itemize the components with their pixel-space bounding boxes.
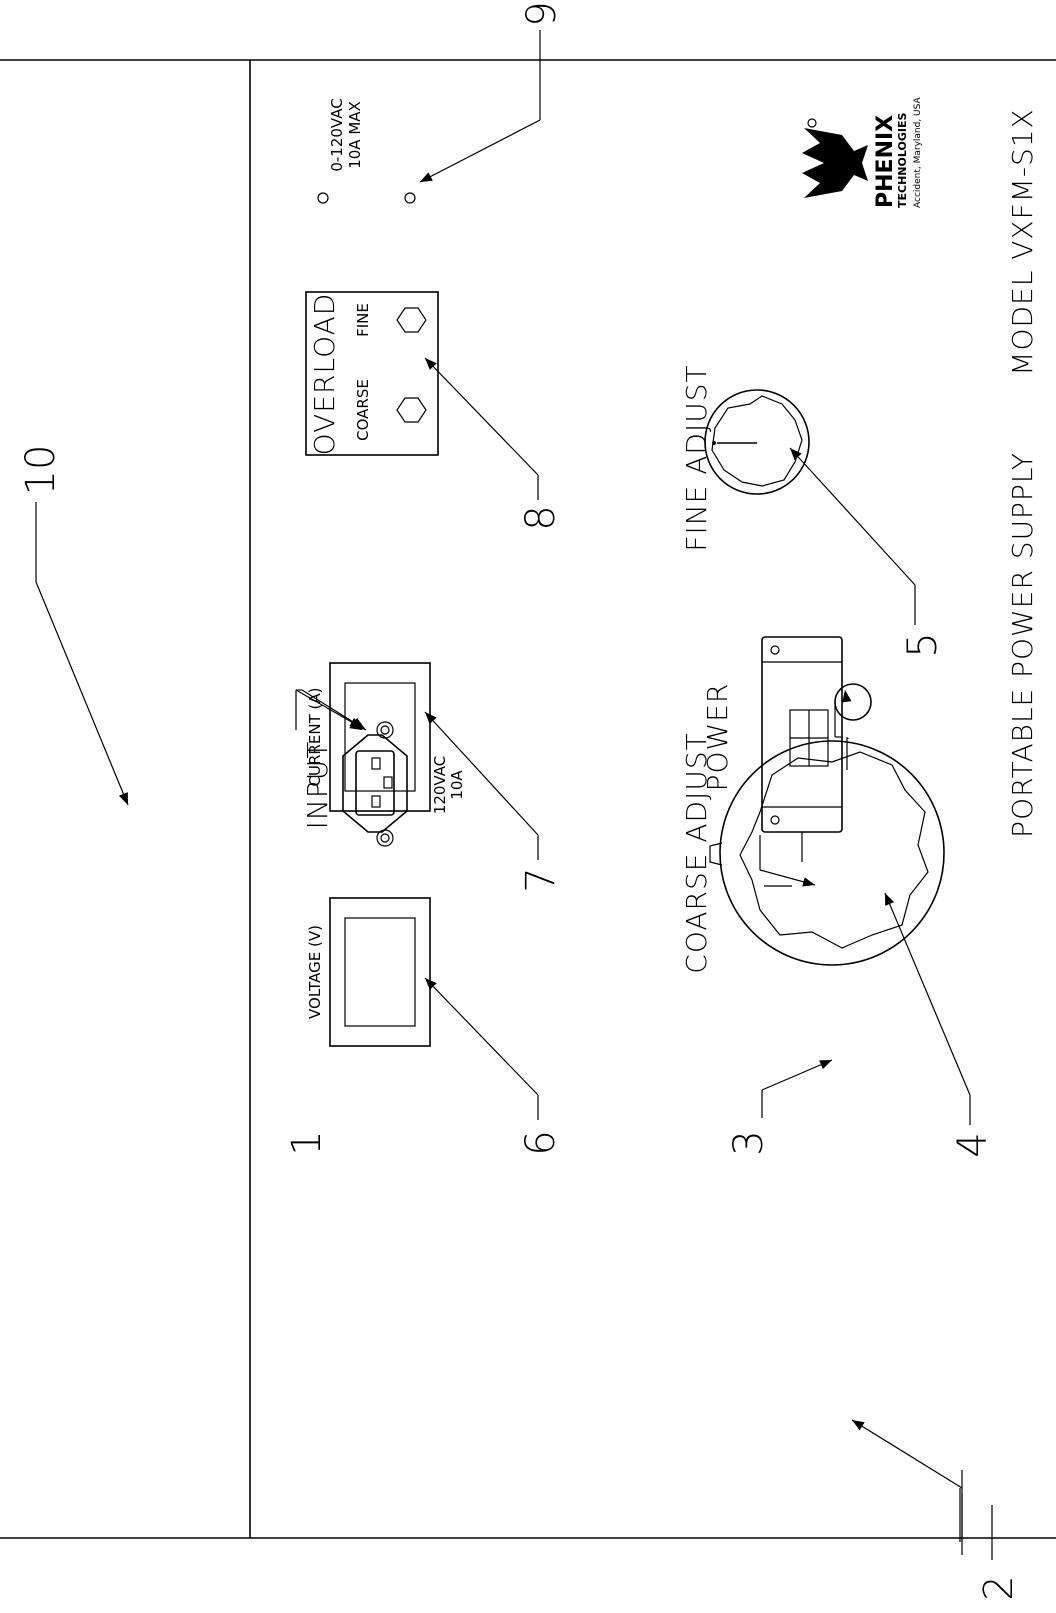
current-meter bbox=[329, 662, 431, 812]
panel-frame bbox=[0, 59, 1056, 1539]
output-terminal-2[interactable] bbox=[404, 192, 416, 204]
output-rating-2: 10A MAX bbox=[346, 101, 364, 169]
callout-3: 3 bbox=[726, 1130, 772, 1155]
callout-1: 1 bbox=[284, 1130, 330, 1155]
coarse-adjust-label: COARSE ADJUST bbox=[680, 732, 713, 973]
voltage-meter bbox=[329, 897, 431, 1047]
logo-sub: TECHNOLOGIES bbox=[896, 113, 909, 208]
input-rating-2: 10A bbox=[448, 770, 466, 800]
callout-4: 4 bbox=[950, 1132, 996, 1157]
callout-7: 7 bbox=[518, 867, 564, 892]
logo-location: Accident, Maryland, USA bbox=[913, 96, 923, 208]
overload-label: OVERLOAD bbox=[308, 293, 341, 456]
voltage-label: VOLTAGE (V) bbox=[306, 925, 324, 1019]
current-label: CURRENT (A) bbox=[306, 688, 324, 787]
callout-9: 9 bbox=[519, 1, 565, 26]
coarse-overload-knob[interactable] bbox=[396, 397, 427, 423]
product-name: PORTABLE POWER SUPPLY bbox=[1006, 452, 1039, 838]
callout-2: 2 bbox=[976, 1575, 1022, 1600]
callout-6: 6 bbox=[518, 1130, 564, 1155]
phenix-logo: PHENIX TECHNOLOGIES Accident, Maryland, … bbox=[802, 96, 923, 208]
input-label: INPUT bbox=[301, 741, 334, 830]
fine-overload-knob[interactable] bbox=[396, 307, 427, 333]
fine-label: FINE bbox=[354, 303, 372, 337]
callout-5: 5 bbox=[900, 632, 946, 657]
coarse-adjust-knob[interactable] bbox=[709, 740, 945, 966]
callout-10: 10 bbox=[18, 445, 64, 496]
input-rating-1: 120VAC bbox=[431, 756, 449, 814]
coarse-label: COARSE bbox=[354, 379, 372, 441]
output-terminal-1[interactable] bbox=[317, 192, 329, 204]
callout-8: 8 bbox=[518, 505, 564, 530]
model-label: MODEL VXFM-S1X bbox=[1006, 108, 1039, 375]
output-rating-1: 0-120VAC bbox=[328, 98, 346, 171]
power-label: POWER bbox=[701, 683, 734, 792]
fine-adjust-label: FINE ADJUST bbox=[680, 364, 713, 551]
overload-panel bbox=[305, 291, 439, 456]
logo-brand: PHENIX bbox=[873, 115, 898, 208]
ac-input-inlet bbox=[342, 721, 408, 847]
